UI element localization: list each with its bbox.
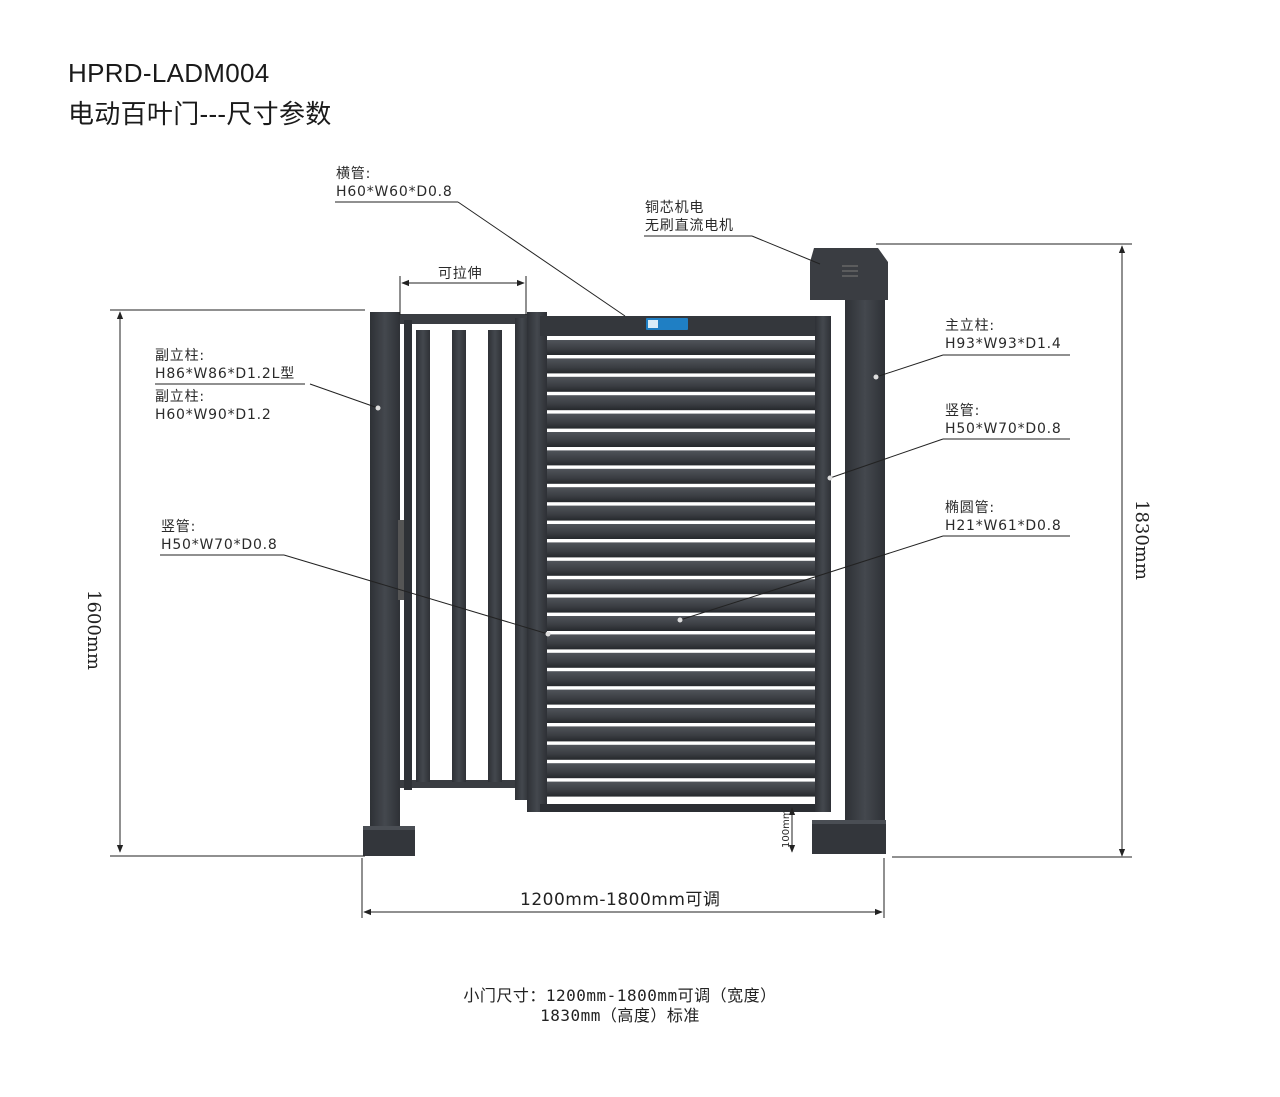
louver-slat [547, 432, 815, 447]
aux-post-1-spec: H86*W86*D1.2L型 [155, 366, 295, 382]
right-height-dimension: 1830mm [1131, 500, 1152, 580]
page-subtitle: 电动百叶门---尺寸参数 [68, 99, 332, 129]
louver-slat [547, 597, 815, 613]
louver-slat [547, 763, 815, 779]
vertical-right-spec: H50*W70*D0.8 [945, 421, 1062, 437]
left-aux-post [363, 312, 415, 856]
leader-lines [155, 201, 1070, 635]
louver-slat [547, 395, 815, 411]
main-post-spec: H93*W93*D1.4 [945, 336, 1062, 352]
footer-size-line1: 小门尺寸：1200mm-1800mm可调（宽度） [463, 986, 777, 1005]
louver-slat [547, 671, 815, 687]
main-post-name: 主立柱: [945, 318, 995, 334]
louver-slat [547, 744, 815, 760]
top-rail-spec: H60*W60*D0.8 [336, 184, 453, 200]
louver-slat [547, 487, 815, 503]
louver-slat [547, 524, 815, 539]
louver-slat [547, 358, 815, 374]
dimension-lines [110, 243, 1132, 918]
oval-tube-spec: H21*W61*D0.8 [945, 518, 1062, 534]
louver-panel [527, 312, 831, 812]
ground-gap-dimension: 100mm [781, 809, 792, 848]
footer-size-line2: 1830mm（高度）标准 [540, 1006, 700, 1025]
louver-slat [547, 726, 815, 742]
louver-slat [547, 616, 815, 631]
aux-post-2-spec: H60*W90*D1.2 [155, 407, 272, 423]
stretch-label: 可拉伸 [438, 266, 482, 282]
louver-slat [547, 781, 815, 797]
louver-slat [547, 708, 815, 723]
louver-slat [547, 376, 815, 392]
louver-slat [547, 652, 815, 668]
model-title: HPRD-LADM004 [68, 58, 270, 88]
louver-slat [547, 579, 815, 595]
oval-tube-name: 椭圆管: [945, 500, 995, 516]
leader-dots [375, 374, 879, 637]
top-rail-name: 横管: [336, 166, 371, 182]
width-dimension: 1200mm-1800mm可调 [520, 890, 720, 910]
louver-slat [547, 413, 815, 429]
aux-post-1-name: 副立柱: [155, 348, 205, 364]
extendable-section [400, 314, 530, 800]
vertical-left-spec: H50*W70*D0.8 [161, 537, 278, 553]
louver-slat [547, 505, 815, 521]
vertical-left-name: 竖管: [161, 519, 196, 535]
aux-post-2-name: 副立柱: [155, 389, 205, 405]
louver-slat [547, 340, 815, 355]
motor-box [810, 248, 888, 300]
louver-slat [547, 450, 815, 466]
louver-slat [547, 689, 815, 705]
louver-slat [547, 542, 815, 558]
louver-slat [547, 634, 815, 650]
vertical-right-name: 竖管: [945, 403, 980, 419]
left-height-dimension: 1600mm [83, 590, 104, 670]
louver-slat [547, 468, 815, 484]
motor-label-line1: 铜芯机电 [645, 200, 704, 216]
motor-label-line2: 无刷直流电机 [645, 217, 734, 234]
louver-slat [547, 560, 815, 576]
